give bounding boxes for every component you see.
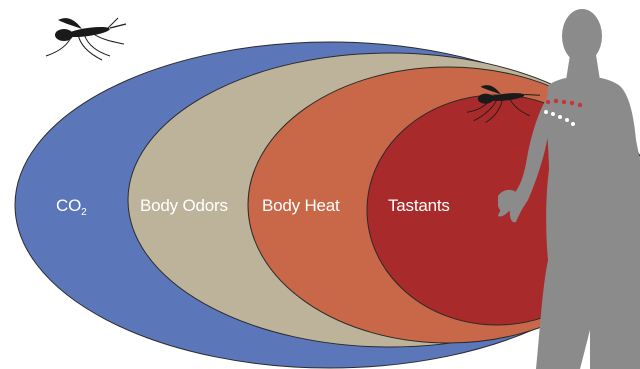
body-odors-label: Body Odors (140, 196, 228, 215)
human-head (562, 9, 602, 63)
human-body (536, 76, 640, 369)
co2-label-subscript: 2 (81, 207, 87, 218)
tastants-label: Tastants (388, 196, 450, 215)
co2-label-main: CO (56, 196, 81, 215)
mosquito-icon (46, 18, 126, 60)
body-heat-label: Body Heat (262, 196, 340, 215)
